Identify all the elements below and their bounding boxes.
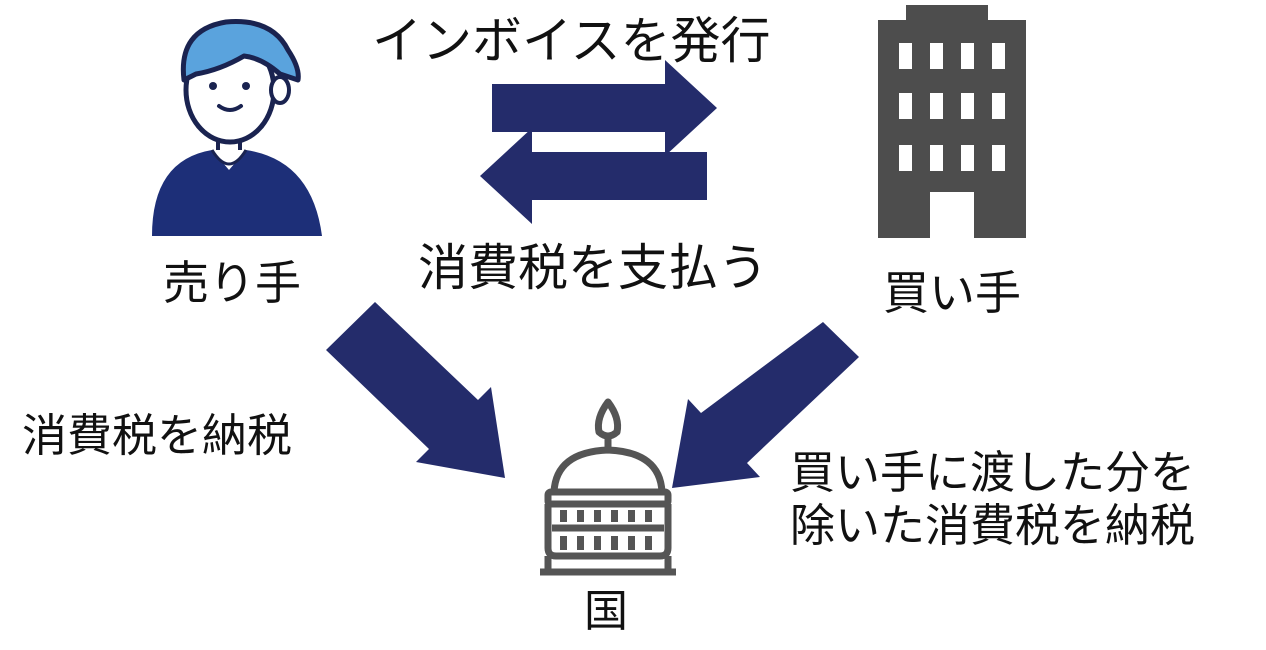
- arrow-pay-tax: [480, 128, 707, 224]
- label-buyer-tax-line-2: 除いた消費税を納税: [790, 498, 1196, 552]
- label-state: 国: [584, 586, 628, 637]
- label-seller-tax-payment: 消費税を納税: [22, 409, 293, 462]
- office-building-icon: [878, 5, 1026, 238]
- label-buyer: 買い手: [883, 266, 1021, 320]
- arrow-seller-to-state: [326, 302, 505, 478]
- label-issue-invoice: インボイスを発行: [372, 12, 771, 70]
- label-pay-tax: 消費税を支払う: [418, 239, 768, 297]
- arrow-issue-invoice: [492, 60, 717, 156]
- arrow-buyer-to-state: [672, 322, 859, 488]
- label-buyer-tax-line-1: 買い手に渡した分を: [790, 446, 1196, 499]
- capitol-dome-icon: [540, 398, 676, 576]
- label-buyer-tax-payment: 買い手に渡した分を 除いた消費税を納税: [790, 446, 1196, 552]
- person-icon: [152, 19, 322, 236]
- label-seller: 売り手: [163, 256, 301, 310]
